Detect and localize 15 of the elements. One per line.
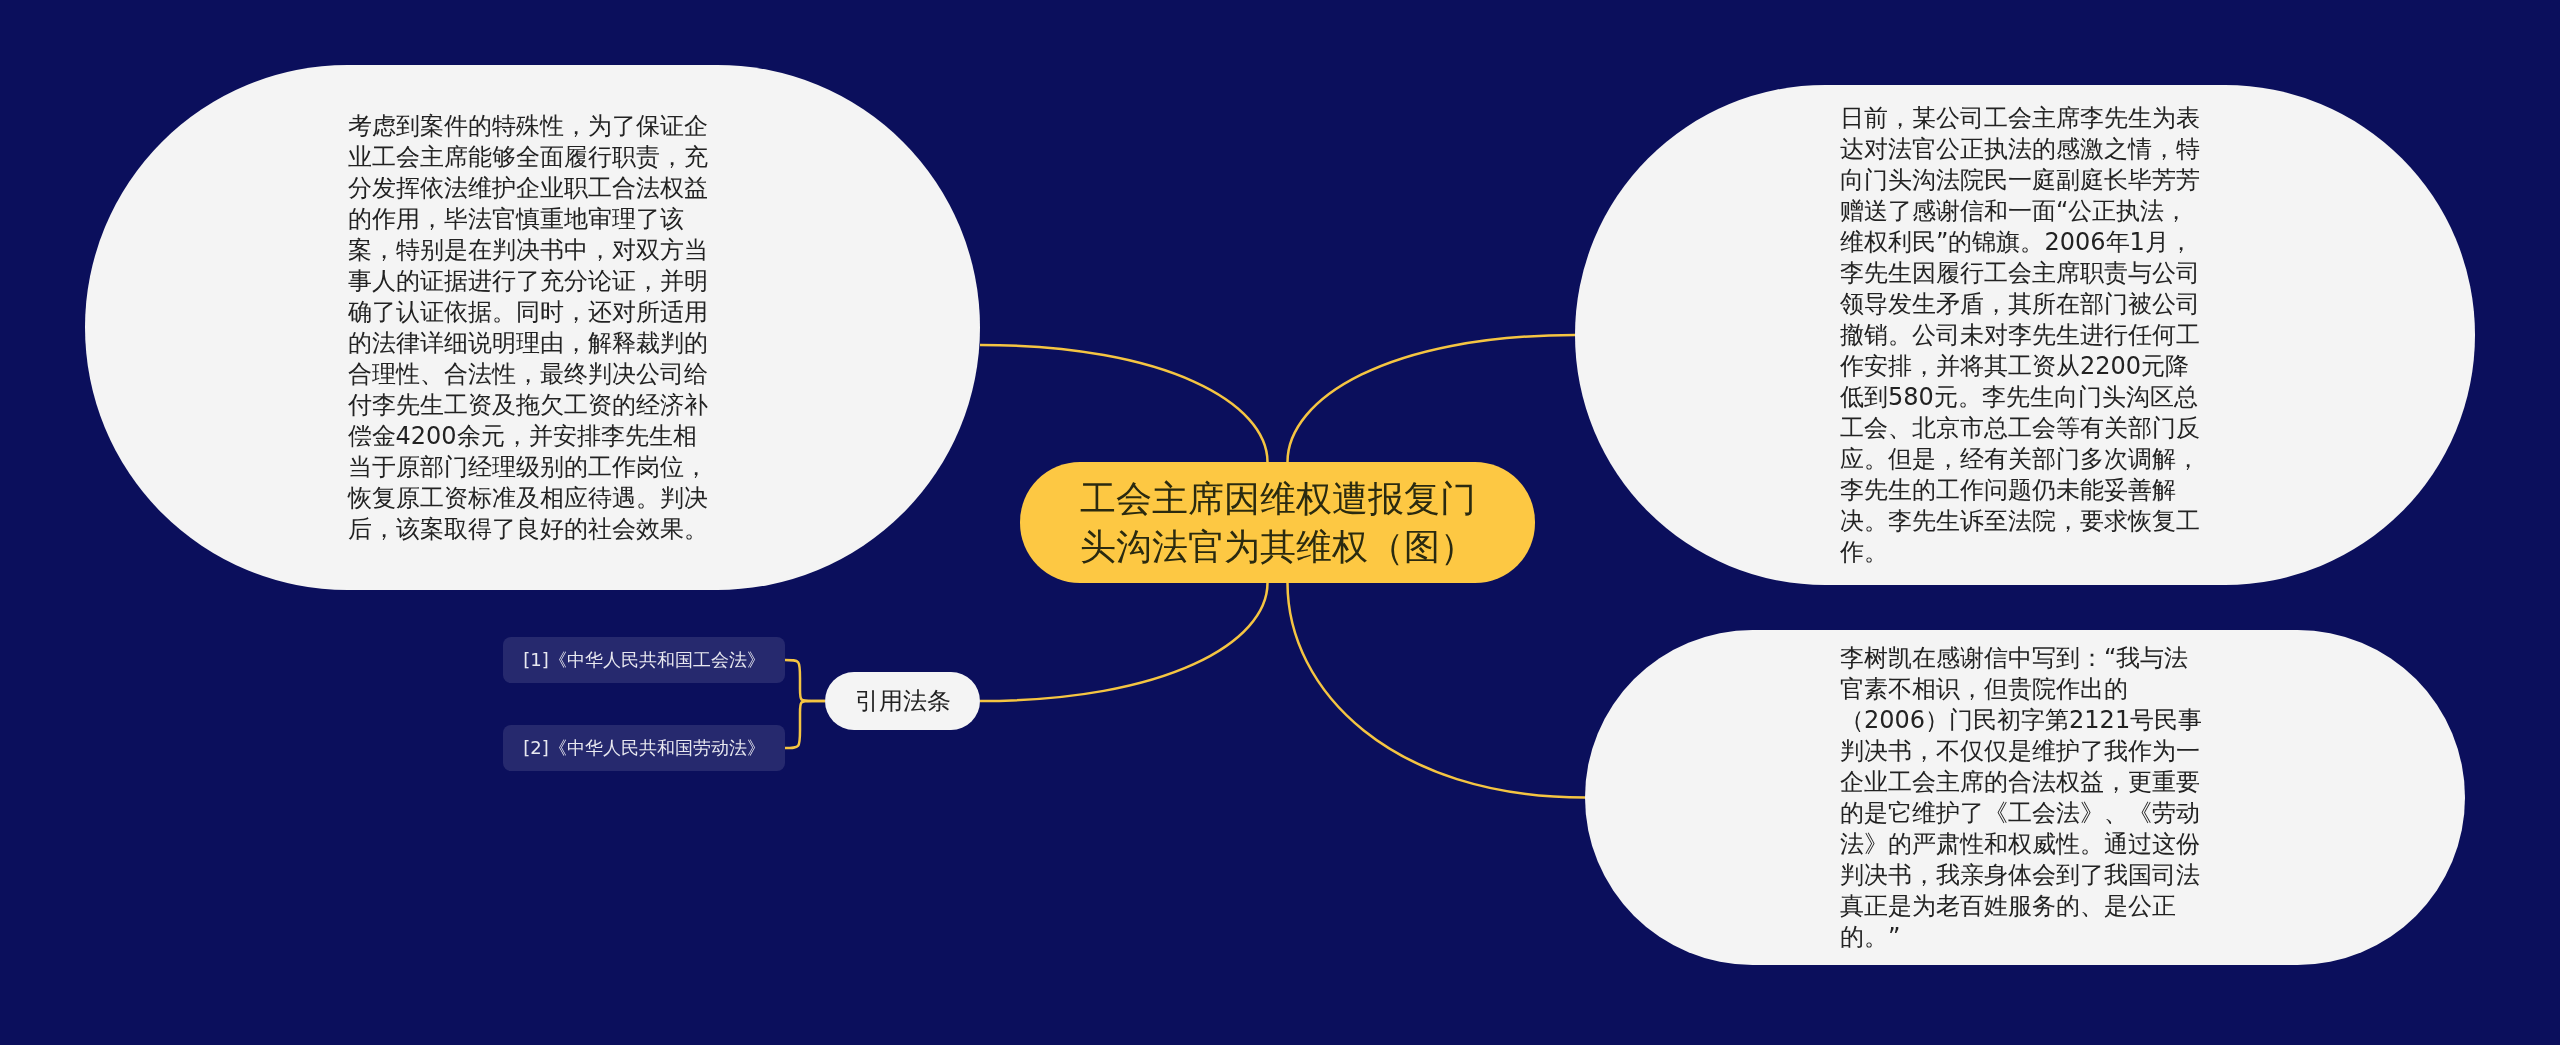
label-text: 引用法条 (854, 686, 951, 717)
paragraph-text: 考虑到案件的特殊性，为了保证企业工会主席能够全面履行职责，充分发挥依法维护企业职工合法权益的作用，毕法官慎重地审理了该案，特别是在判决书中，对双方当事人的证据进行了充分论证，并明确了认证依据。同时，还对所适用的法律详细说明理由，解释裁判的合理性、合法性，最终判决公司给付李先生工资及拖欠工资的经济补偿金4200余元，并安排李先生相当于原部门经理级别的工作岗位，恢复原工资标准及相应待遇。判决后，该案取得了良好的社会效果。 (347, 110, 709, 545)
branch-box (825, 672, 980, 730)
topic-title: 工会主席因维权遭报复门头沟法官为其维权（图） (1078, 476, 1477, 569)
law-item-box (503, 725, 785, 771)
paragraph-text: 李树凯在感谢信中写到：“我与法官素不相识，但贵院作出的（2006）门民初字第2121号民事判决书，不仅仅是维护了我作为一企业工会主席的合法权益，更重要的是它维护了《工会法》、《劳动法》的严肃性和权威性。通过这份判决书，我亲身体会到了我国司法真正是为老百姓服务的、是公正的。” (1840, 642, 2204, 953)
connector-line (979, 582, 1269, 703)
connector-line (785, 699, 825, 750)
label-text: [1]《中华人民共和国工会法》 (523, 648, 765, 672)
connector-line (1286, 582, 1586, 799)
connector-line (979, 343, 1269, 463)
paragraph-text: 日前，某公司工会主席李先生为表达对法官公正执法的感激之情，特向门头沟法院民一庭副庭长毕芳芳赠送了感谢信和一面“公正执法，维权利民”的锦旗。2006年1月，李先生因履行工会主席职责与公司领导发生矛盾，其所在部门被公司撤销。公司未对李先生进行任何工作安排，并将其工资从2200元降低到580元。李先生向门头沟区总工会、北京市总工会等有关部门反应。但是，经有关部门多次调解，李先生的工作问题仍未能妥善解决。李先生诉至法院，要求恢复工作。 (1840, 102, 2201, 568)
label-text: [2]《中华人民共和国劳动法》 (523, 736, 765, 760)
law-item-box (503, 637, 785, 683)
connector-line (1286, 333, 1576, 463)
